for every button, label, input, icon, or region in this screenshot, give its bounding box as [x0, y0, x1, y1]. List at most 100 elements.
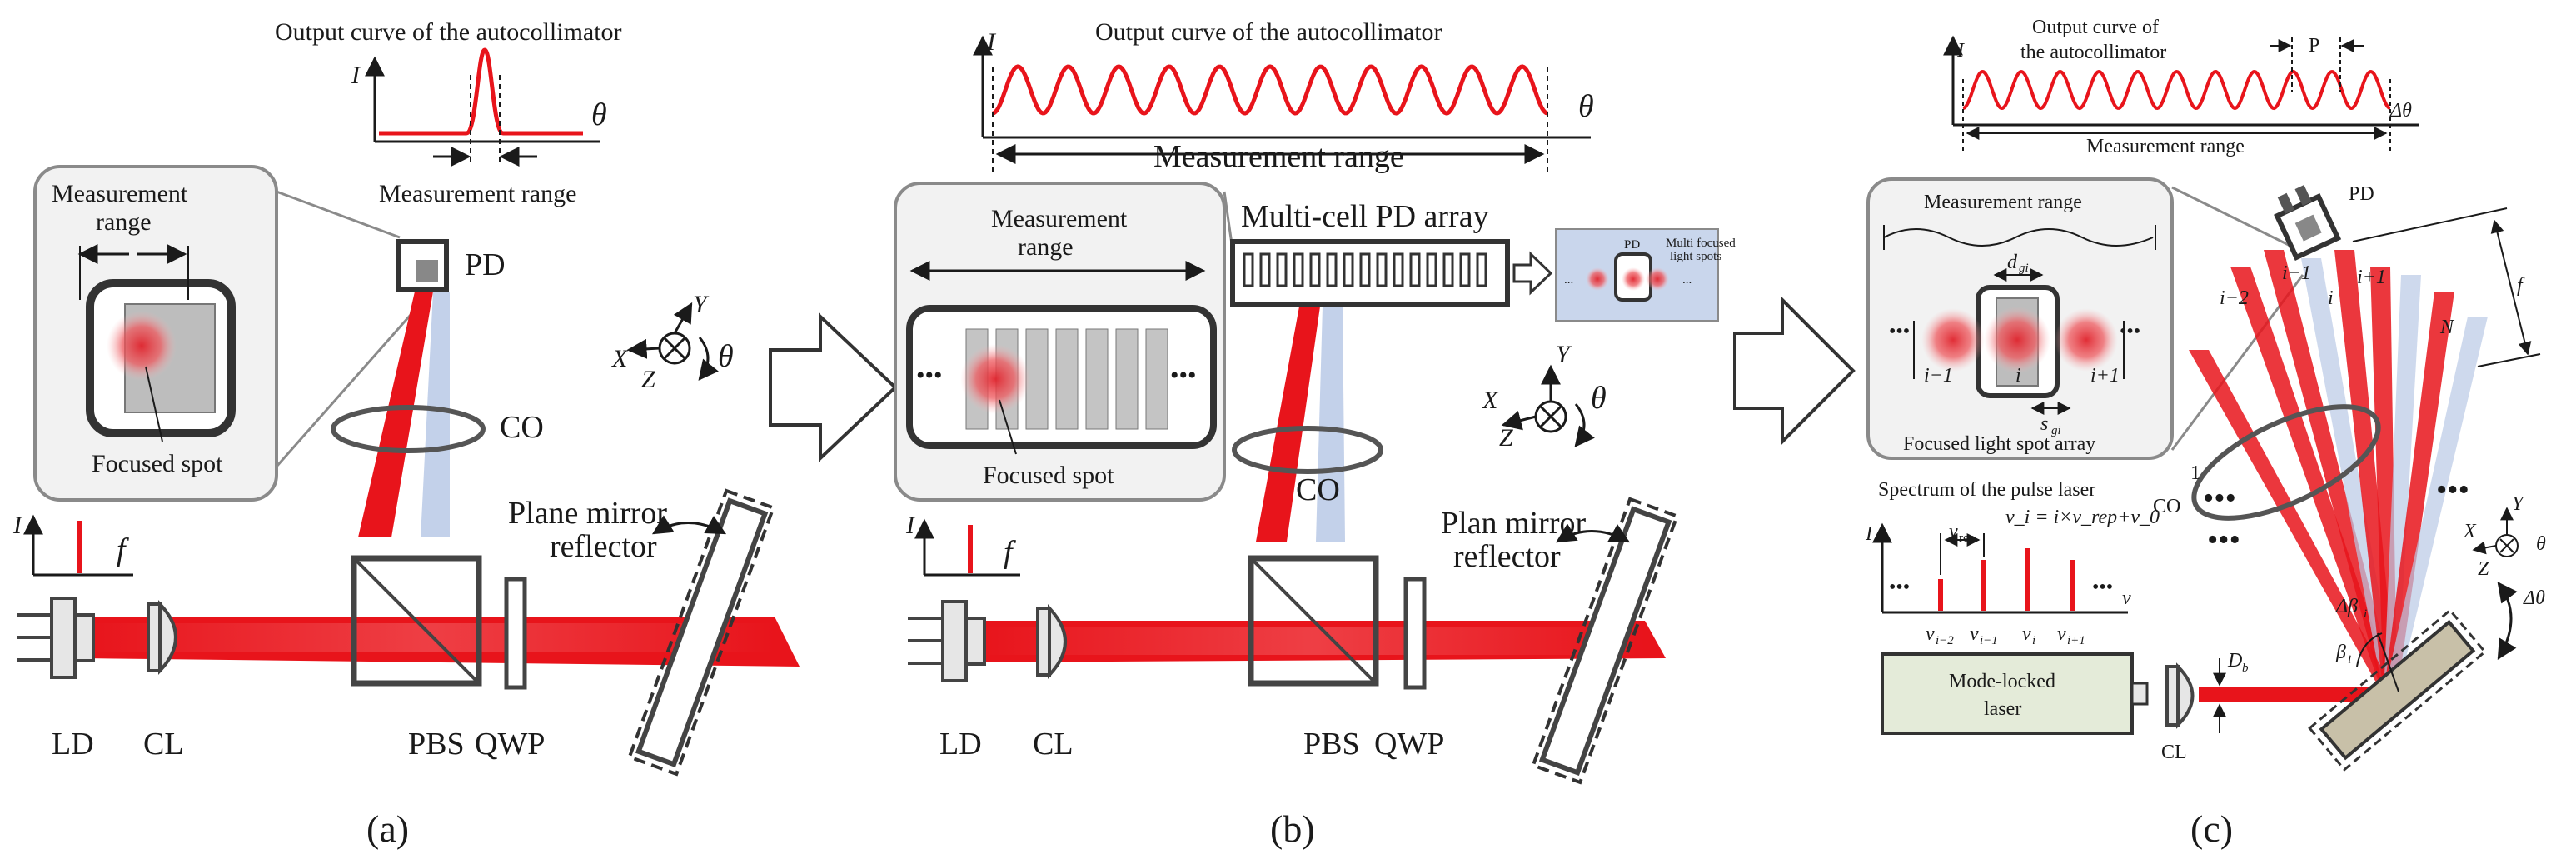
panel-c-spot-ip1 [2055, 308, 2118, 372]
panel-c-spectrum-title: Spectrum of the pulse laser [1878, 479, 2095, 501]
panel-c-inset-range: Measurement range [1924, 192, 2082, 213]
panel-c-dbeta: Δβ [2335, 596, 2358, 617]
panel-c-spot-im1 [1921, 308, 1985, 372]
panel-b-focused-spot [960, 344, 1030, 414]
panel-b-output-curve [992, 64, 1548, 116]
panel-a-ld-label: LD [52, 727, 94, 762]
panel-a-qwp-label: QWP [475, 727, 545, 762]
panel-c-co-lens [2191, 404, 2381, 521]
pd-array-cell [1359, 252, 1371, 287]
diffracted-beam [2384, 317, 2488, 696]
panel-c-beta-sub: i [2348, 653, 2351, 667]
panel-a-tilt-arrow [651, 515, 727, 535]
panel-a-mirror-label-1: Plane mirror [508, 496, 667, 531]
pd-element [416, 260, 438, 282]
panel-c: Output curve of the autocollimator I Δθ … [1865, 17, 2546, 850]
panel-a-pbs-label: PBS [408, 727, 465, 762]
panel-a-co-lens [331, 405, 486, 453]
panel-c-spec-x: ν [2122, 587, 2131, 609]
panel-b-co-label: CO [1296, 472, 1340, 507]
panel-c-dots-lens-2: ••• [2207, 522, 2240, 557]
panel-b-dots-r: ••• [1170, 362, 1197, 389]
panel-c-laser-1: Mode-locked [1949, 671, 2055, 692]
panel-c-one: 1 [2190, 462, 2200, 484]
panel-c-axis-theta: θ [2536, 533, 2546, 555]
pd-array-cell [1476, 252, 1487, 287]
panel-a-mirror-label-2: reflector [550, 529, 657, 564]
panel-c-nu-im2-sub: i−2 [1936, 634, 1954, 647]
pd-array-cell [1442, 252, 1454, 287]
panel-c-ip1: i+1 [2090, 365, 2120, 387]
panel-c-beam-in [2199, 687, 2382, 702]
axes-ab: Y X Z θ [611, 291, 734, 393]
panel-b-curve-title: Output curve of the autocollimator [1095, 18, 1442, 46]
pd-array-cell [1343, 252, 1354, 287]
panel-c-spec-dots-l: ••• [1889, 577, 1910, 598]
pd-cell [1115, 328, 1139, 430]
panel-a-inset-leader-2 [275, 307, 418, 467]
panel-c-pd-label: PD [2349, 183, 2374, 205]
panel-b: Output curve of the autocollimator I θ M… [894, 18, 1736, 850]
panel-c-spot-array-label: Focused light spot array [1903, 433, 2095, 455]
panel-a-curve-title: Output curve of the autocollimator [275, 18, 622, 46]
pd-array-cell [1376, 252, 1388, 287]
panel-c-beam-im2: i−2 [2220, 287, 2249, 309]
panel-a-y-label: I [351, 62, 361, 89]
panel-b-spec-y: I [905, 512, 916, 539]
panel-a-beam-core [83, 623, 775, 652]
pd-array-cell [1243, 252, 1254, 287]
panel-b-pd-array-label: Multi-cell PD array [1241, 199, 1489, 234]
panel-a-range-label: Measurement range [379, 180, 576, 207]
pd-array-cell [1276, 252, 1288, 287]
axis-x-label: X [611, 345, 629, 372]
panel-c-beam-im1: i−1 [2282, 262, 2311, 284]
panel-c-period: P [2309, 35, 2319, 57]
panel-a-caption: (a) [366, 807, 409, 850]
panel-c-pd [2274, 185, 2342, 262]
panel-c-dbeta-sub: i [2364, 607, 2367, 621]
panel-b-cl-label: CL [1033, 727, 1074, 762]
panel-c-curve-title-1: Output curve of [2032, 17, 2159, 38]
panel-c-vrep: ν [1949, 521, 1958, 542]
panel-a-spec-x: f [117, 532, 129, 567]
panel-a-beam-return [421, 292, 450, 537]
axis2-z-label: Z [1499, 424, 1513, 452]
pd-array-cell [1426, 252, 1437, 287]
panel-a: Output curve of the autocollimator I θ M… [12, 18, 800, 850]
panel-a-ld [17, 597, 95, 679]
panel-b-mini-dots-l: ... [1564, 273, 1573, 287]
panel-b-mini-spots-2: light spots [1670, 250, 1721, 263]
arrow-b-to-c [1733, 296, 1856, 446]
panel-c-axis-y: Y [2512, 493, 2525, 515]
panel-c-laser [1881, 652, 2134, 735]
panel-c-i: i [2015, 365, 2021, 387]
panel-c-caption: (c) [2190, 807, 2233, 850]
panel-a-x-label: θ [591, 97, 607, 132]
pd-cell [1145, 328, 1168, 430]
panel-a-focused-spot [107, 311, 177, 381]
panel-b-ld-label: LD [939, 727, 982, 762]
panel-b-qwp-label: QWP [1374, 727, 1444, 762]
panel-c-formula: ν_i = i×ν_rep+ν_0 [2005, 507, 2160, 528]
panel-c-nu-ip1: ν [2057, 623, 2066, 645]
panel-c-nu-i-sub: i [2032, 634, 2035, 647]
panel-a-beam-up [358, 292, 433, 537]
panel-c-beam-ip1: i+1 [2357, 267, 2386, 288]
pd-array-cell [1293, 252, 1304, 287]
axis-theta-label: θ [718, 339, 734, 374]
panel-c-nu-im1-sub: i−1 [1980, 634, 1998, 647]
panel-c-delta-theta: Δθ [2523, 587, 2545, 609]
pd-array-cell [1309, 252, 1321, 287]
panel-c-x-label: Δθ [2389, 100, 2412, 122]
arrow-a-to-b [769, 312, 898, 462]
panel-a-qwp [504, 577, 527, 690]
panel-b-focused-spot-label: Focused spot [983, 462, 1114, 489]
pd-array-cell [1409, 252, 1421, 287]
panel-c-nu-ip1-sub: i+1 [2067, 634, 2085, 647]
panel-b-spec-x: f [1004, 535, 1016, 570]
panel-c-vrep-sub: rep [1959, 532, 1975, 545]
panel-a-cl-label: CL [143, 727, 184, 762]
panel-b-teeth [1243, 252, 1487, 287]
panel-c-cl-label: CL [2161, 742, 2187, 763]
panel-c-db-sub: b [2242, 662, 2249, 675]
